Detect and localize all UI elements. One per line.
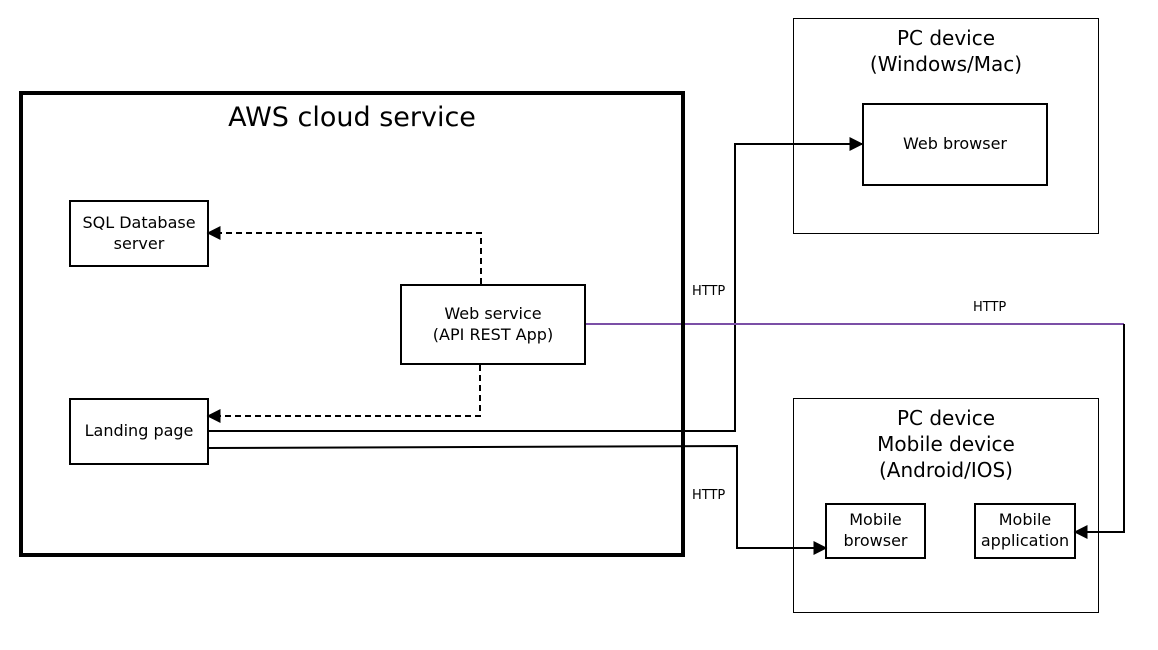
landing-to-web-browser-connector xyxy=(208,137,864,432)
pc-device-title: PC device (Windows/Mac) xyxy=(793,25,1099,77)
mobile-application-label-line2: application xyxy=(980,531,1070,550)
landing-to-mobile-browser-connector xyxy=(207,444,828,555)
mobile-device-title: PC device Mobile device (Android/IOS) xyxy=(793,405,1099,483)
mobile-device-container xyxy=(793,398,1099,613)
landing-page-box: Landing page xyxy=(69,398,209,465)
mobile-device-title-line2: Mobile device xyxy=(877,432,1015,456)
pc-device-title-line1: PC device xyxy=(896,26,996,50)
mobile-device-title-line1: PC device xyxy=(896,406,996,430)
ws-to-sql-connector xyxy=(206,226,482,284)
pc-device-container xyxy=(793,18,1099,234)
http-label-mobile: HTTP xyxy=(692,488,726,503)
mobile-browser-box: Mobile browser xyxy=(825,503,926,559)
http-label-app: HTTP xyxy=(973,300,1007,315)
ws-to-mobile-app-connector-drop xyxy=(1073,324,1125,539)
web-service-label-line1: Web service xyxy=(444,303,542,323)
web-browser-label: Web browser xyxy=(903,134,1007,154)
mobile-application-box: Mobile application xyxy=(974,503,1076,559)
web-service-label-line2: (API REST App) xyxy=(432,324,554,344)
web-service-box: Web service (API REST App) xyxy=(400,284,586,365)
sql-database-server-box: SQL Database server xyxy=(69,200,209,267)
aws-cloud-title: AWS cloud service xyxy=(228,102,476,133)
ws-to-landing-connector xyxy=(206,365,481,423)
landing-page-label: Landing page xyxy=(84,421,194,441)
mobile-browser-label-line2: browser xyxy=(843,531,908,550)
sql-database-label-line1: SQL Database xyxy=(82,212,196,232)
pc-device-title-line2: (Windows/Mac) xyxy=(869,52,1023,76)
sql-database-label-line2: server xyxy=(113,233,165,253)
mobile-application-label-line1: Mobile xyxy=(998,510,1052,530)
web-browser-box: Web browser xyxy=(862,103,1048,186)
mobile-browser-label-line1: Mobile xyxy=(849,510,902,530)
aws-cloud-container xyxy=(19,91,685,557)
mobile-device-title-line3: (Android/IOS) xyxy=(878,458,1013,482)
http-label-pc: HTTP xyxy=(692,284,726,299)
